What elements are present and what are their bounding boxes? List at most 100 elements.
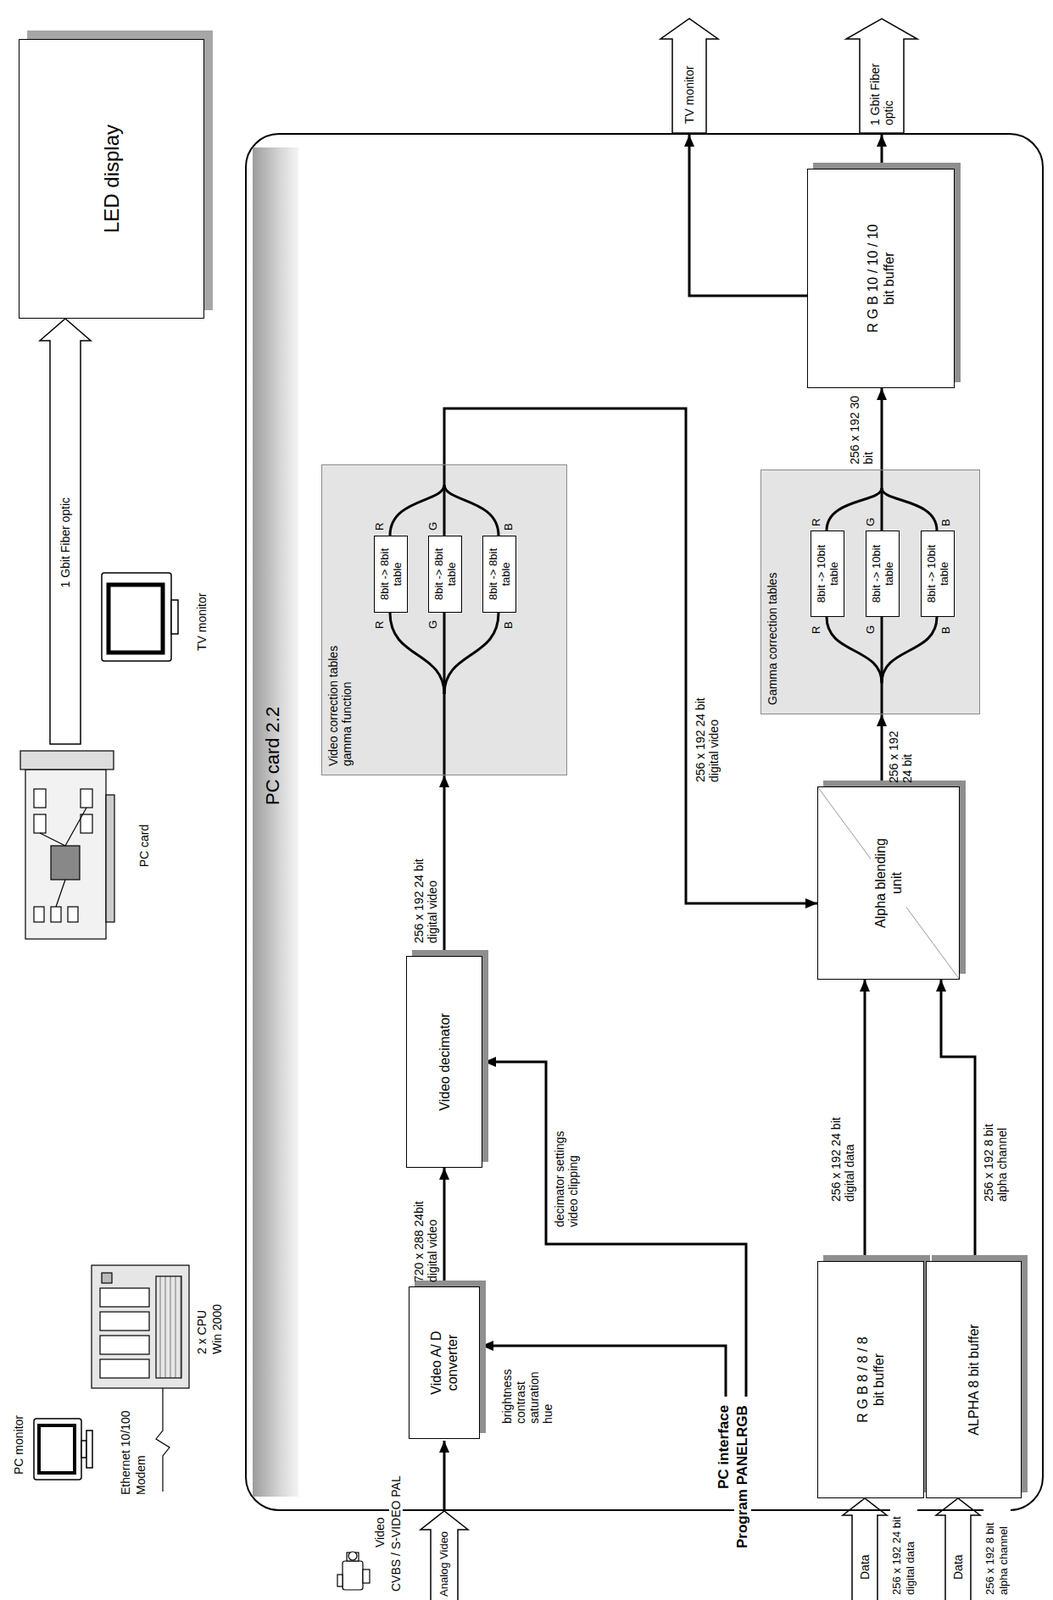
channel-letter: R [809, 518, 824, 527]
edge-label: 256 x 192 24 bit digital video [412, 833, 440, 944]
table-label: 8bit -> 8bit table [432, 536, 458, 613]
output-arrow-label: TV monitor [682, 66, 697, 124]
computer-tower-icon [100, 1312, 150, 1332]
lookup-table: 8bit -> 10bit table [865, 530, 900, 618]
control-lines [484, 1062, 747, 1398]
computer-tower-icon [91, 1265, 190, 1389]
bus-lines [881, 617, 937, 684]
camera-icon [346, 1553, 359, 1562]
device-caption: 2 x CPU [195, 1310, 209, 1355]
edge-label: 256 x 192 24 bit [886, 717, 914, 784]
bus-lines [826, 488, 882, 531]
pc-card-icon [25, 769, 106, 940]
bus-lines [826, 617, 882, 684]
bus-lines [390, 612, 445, 695]
pc-card-illustration: PC card [16, 744, 162, 948]
io-arrow [842, 1498, 887, 1600]
channel-letter: R [373, 523, 387, 531]
group-fill [321, 464, 568, 776]
io-arrow [420, 1511, 468, 1600]
lookup-table: 8bit -> 10bit table [810, 530, 845, 618]
pc-monitor-icon [86, 1431, 93, 1469]
pc-card-icon [80, 814, 93, 834]
bus-lines [880, 469, 884, 531]
signal-connector [880, 714, 884, 787]
input-label: CVBS / S-VIDEO PAL [389, 1474, 403, 1594]
blend-diagonal [817, 786, 960, 981]
pc-card-icon [33, 907, 45, 923]
control-label: brightness contrast saturation hue [500, 1354, 555, 1425]
box-label: R G B 10 / 10 / 10 bit buffer [864, 223, 897, 335]
channel-letter: G [426, 620, 441, 630]
table-label: 8bit -> 8bit table [378, 536, 404, 613]
group-title: Video correction tables gamma function [326, 613, 354, 767]
blend-diagonal [817, 786, 960, 981]
pc-card-icon [67, 907, 78, 923]
control-label: decimator settings video clipping [552, 1117, 580, 1228]
edge-label: 256 x 192 24 bit digital data [829, 1100, 857, 1203]
bus-lines [390, 484, 445, 536]
table-group: Gamma correction tables 8bit -> 10bit tab… [760, 469, 981, 715]
signal-connector [941, 980, 975, 1262]
process-box: Alpha blending unit [817, 786, 960, 981]
signal-connector [863, 980, 867, 1262]
tv-monitor-icon [101, 573, 172, 662]
pc-card-icon [50, 846, 80, 881]
computer-tower-icon [100, 1288, 150, 1308]
edge-label: 720 x 288 24bit digital video [412, 1172, 440, 1283]
control-lines [880, 134, 884, 169]
pc-card-icon [105, 795, 115, 923]
bus-lines [444, 484, 499, 536]
title-band [252, 147, 299, 1498]
bus-lines [390, 464, 937, 776]
channel-letter: G [426, 522, 441, 531]
signal-connector [443, 1168, 446, 1287]
tv-monitor-icon [101, 573, 179, 662]
box-label: ALPHA 8 bit buffer [965, 1324, 982, 1436]
bus-lines [443, 694, 446, 776]
pc-monitor-icon [33, 1419, 93, 1481]
group-title: Gamma correction tables [765, 484, 780, 706]
process-box: R G B 10 / 10 / 10 bit buffer [807, 168, 955, 389]
table-label: 8bit -> 10bit table [924, 531, 951, 617]
io-arrow [420, 18, 981, 1600]
pc-card-icon [20, 751, 115, 940]
tv-monitor-icon [171, 600, 179, 635]
pc-card-icon [39, 807, 87, 908]
pc-monitor-icon [39, 1426, 75, 1474]
edge-label: 256 x 192 30 bit [847, 391, 875, 465]
bus-lines [444, 612, 499, 695]
card-housing: PC card 2.2Video A/ D converterVideo dec… [245, 133, 1044, 1512]
input-label: 256 x 192 8 bit alpha channel [983, 1498, 1011, 1598]
edge-label: 256 x 192 24 bit digital video [693, 672, 721, 783]
channel-letter: B [939, 626, 953, 635]
input-label: Video [373, 1515, 387, 1550]
pc-card-icon [33, 789, 46, 808]
channel-letter: R [809, 626, 824, 635]
device-caption: TV monitor [195, 593, 209, 652]
table-label: 8bit -> 8bit table [486, 536, 513, 613]
process-box: ALPHA 8 bit buffer [925, 1261, 1022, 1499]
box-label: Video decimator [436, 1013, 453, 1111]
computer-tower-icon [156, 1276, 182, 1379]
box-label: LED display [100, 124, 124, 234]
lookup-table: 8bit -> 10bit table [920, 530, 955, 618]
lookup-table: 8bit -> 8bit table [482, 535, 517, 613]
computer-tower-icon [100, 1336, 150, 1355]
network-line [156, 1388, 170, 1493]
channel-letter: G [863, 625, 878, 635]
io-arrow [660, 18, 719, 134]
camera-icon [337, 1552, 370, 1591]
pc-card-icon [80, 789, 93, 808]
camera-icon [337, 1575, 343, 1588]
pc-card-icon [50, 907, 62, 923]
camera-icon [342, 1561, 363, 1591]
channel-letter: B [501, 621, 516, 630]
computer-tower-icon [100, 1359, 150, 1379]
display-box: LED display [18, 39, 205, 319]
input-label: 256 x 192 24 bit digital data [890, 1498, 918, 1598]
signal-connector [443, 775, 446, 957]
